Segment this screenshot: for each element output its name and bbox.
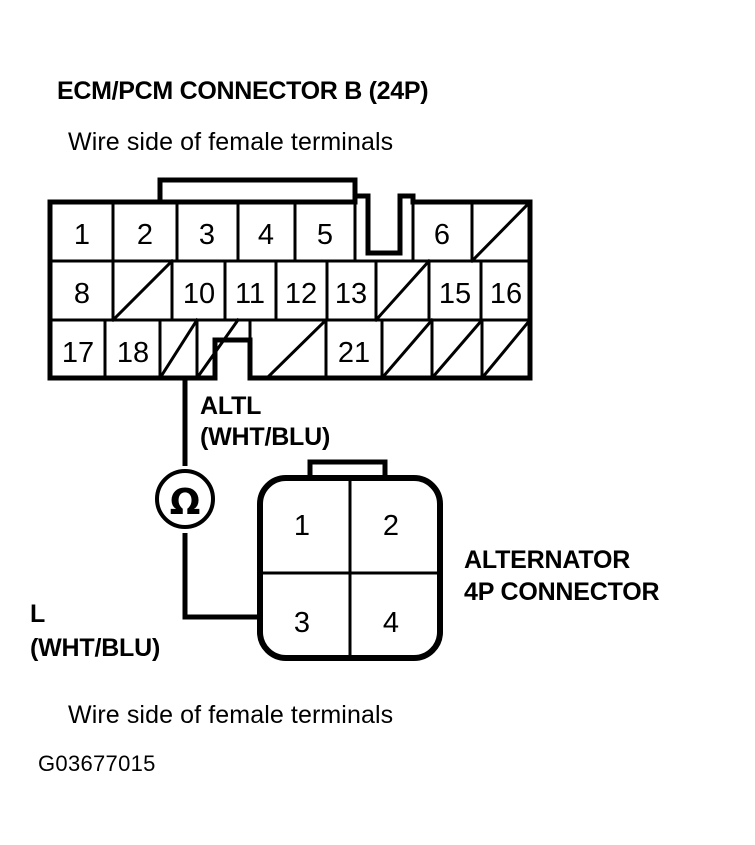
- ecm-cell-blank-diagonal: [429, 317, 485, 381]
- ecm-pin-label: 16: [490, 278, 522, 310]
- ecm-cell-blank-diagonal: [379, 317, 435, 381]
- ecm-cell-blank-diagonal: [373, 258, 432, 323]
- ecm-pcm-connector-b: 1 2 3 4 5 6 8 10 11 12 13 15 16 17 18 21: [47, 177, 533, 381]
- figure-code: G03677015: [38, 751, 156, 776]
- ecm-pin-label: 5: [317, 219, 333, 251]
- ohm-symbol: Ω: [170, 482, 201, 523]
- ecm-row3-dividers: [103, 318, 484, 380]
- alternator-pin-label: 3: [294, 607, 310, 639]
- alternator-pin-label: 2: [383, 510, 399, 542]
- ecm-connector-top-tab: [157, 177, 358, 205]
- ecm-cell-blank-diagonal: [469, 199, 533, 264]
- ecm-pin-label: 17: [62, 337, 94, 369]
- ecm-pin-label: 21: [338, 337, 370, 369]
- ecm-pin-label: 10: [183, 278, 215, 310]
- ecm-cell-blank-diagonal: [157, 317, 200, 381]
- page-title: ECM/PCM CONNECTOR B (24P): [57, 77, 428, 105]
- ecm-pin-label: 3: [199, 219, 215, 251]
- ecm-cell-blank-diagonal: [479, 317, 533, 381]
- ecm-pin-label: 8: [74, 278, 90, 310]
- alternator-pin-label: 1: [294, 510, 310, 542]
- alternator-4p-connector: 1 2 3 4: [257, 459, 443, 661]
- alternator-connector-label-line1: ALTERNATOR: [464, 546, 630, 574]
- ecm-pin-label: 18: [117, 337, 149, 369]
- wire-label-l-color: (WHT/BLU): [30, 634, 160, 662]
- ecm-pin-label: 15: [439, 278, 471, 310]
- ecm-pin-label: 2: [137, 219, 153, 251]
- subtitle-top: Wire side of female terminals: [68, 128, 393, 156]
- wire-label-altl-color: (WHT/BLU): [200, 423, 330, 451]
- wire-label-l-name: L: [30, 600, 45, 628]
- alternator-pin-label: 4: [383, 607, 399, 639]
- ecm-row1-dividers: [111, 200, 474, 263]
- ecm-cell-blank-diagonal: [194, 317, 241, 381]
- ecm-pin-label: 6: [434, 219, 450, 251]
- ecm-pin-label: 11: [235, 278, 265, 310]
- alternator-connector-label-line2: 4P CONNECTOR: [464, 578, 659, 606]
- wire-label-altl-name: ALTL: [200, 392, 261, 420]
- altl-wire-path: [182, 378, 263, 620]
- ecm-pin-label: 1: [74, 219, 90, 251]
- ecm-pin-label: 12: [285, 278, 317, 310]
- ecm-pin-label: 13: [335, 278, 367, 310]
- subtitle-bottom: Wire side of female terminals: [68, 701, 393, 729]
- ecm-cell-blank-diagonal: [110, 258, 175, 323]
- ecm-row2-dividers: [111, 259, 483, 322]
- ecm-cell-blank-diagonal: [264, 317, 329, 381]
- alternator-connector-top-tab: [307, 459, 388, 478]
- wire-segment-lower: [182, 533, 263, 620]
- ecm-pin-label: 4: [258, 219, 274, 251]
- ohmmeter-icon: Ω: [155, 469, 215, 529]
- ohmmeter-circle: [155, 469, 215, 529]
